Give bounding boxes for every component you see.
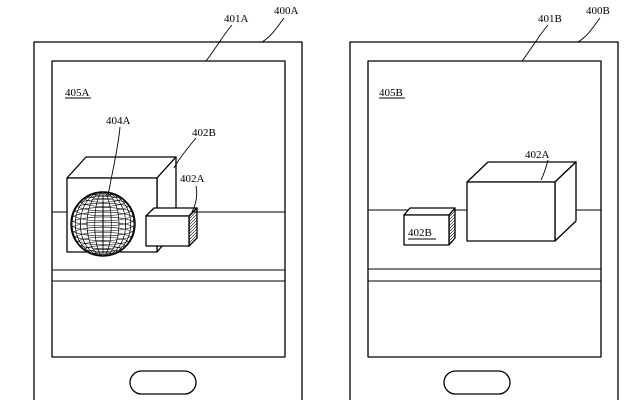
leader-402a-a — [191, 185, 198, 213]
leader-400b — [577, 17, 601, 43]
sphere-longitude-line — [80, 192, 126, 256]
small-box-b — [403, 207, 456, 246]
label-402b-b: 402B — [408, 227, 432, 239]
leader-404a — [107, 126, 121, 197]
label-401a: 401A — [224, 13, 249, 25]
sphere-longitude-line — [102, 192, 104, 256]
sphere-latitude-line — [71, 216, 135, 232]
label-400a: 400A — [274, 5, 299, 17]
leader-402b-a — [173, 137, 197, 169]
device-b: 400B 401B 405B 402A 402B — [349, 5, 619, 400]
label-405b: 405B — [379, 87, 403, 99]
sphere-longitude-line — [86, 192, 120, 256]
screen-a — [51, 60, 286, 358]
label-405a: 405A — [65, 87, 90, 99]
leader-401b — [521, 24, 549, 62]
device-a-body — [33, 41, 303, 400]
sphere-longitude-line — [94, 192, 112, 256]
leader-402a-b — [540, 159, 549, 181]
sphere-longitude-line — [71, 192, 135, 256]
device-a: 400A 401A 405A 404A 402B 402A — [33, 5, 303, 400]
label-402b-a: 402B — [192, 127, 216, 139]
wireframe-sphere — [70, 191, 136, 257]
label-402a-a: 402A — [180, 173, 205, 185]
home-button-a[interactable] — [129, 370, 197, 395]
device-b-body — [349, 41, 619, 400]
large-box-b — [466, 161, 577, 242]
screen-b — [367, 60, 602, 358]
small-box-a — [145, 207, 198, 247]
leader-401a — [205, 24, 233, 62]
leader-400a — [261, 17, 285, 43]
label-402a-b: 402A — [525, 149, 550, 161]
sphere-longitude-line — [75, 192, 131, 256]
home-button-b[interactable] — [443, 370, 511, 395]
label-400b: 400B — [586, 5, 610, 17]
label-401b: 401B — [538, 13, 562, 25]
label-404a: 404A — [106, 115, 131, 127]
